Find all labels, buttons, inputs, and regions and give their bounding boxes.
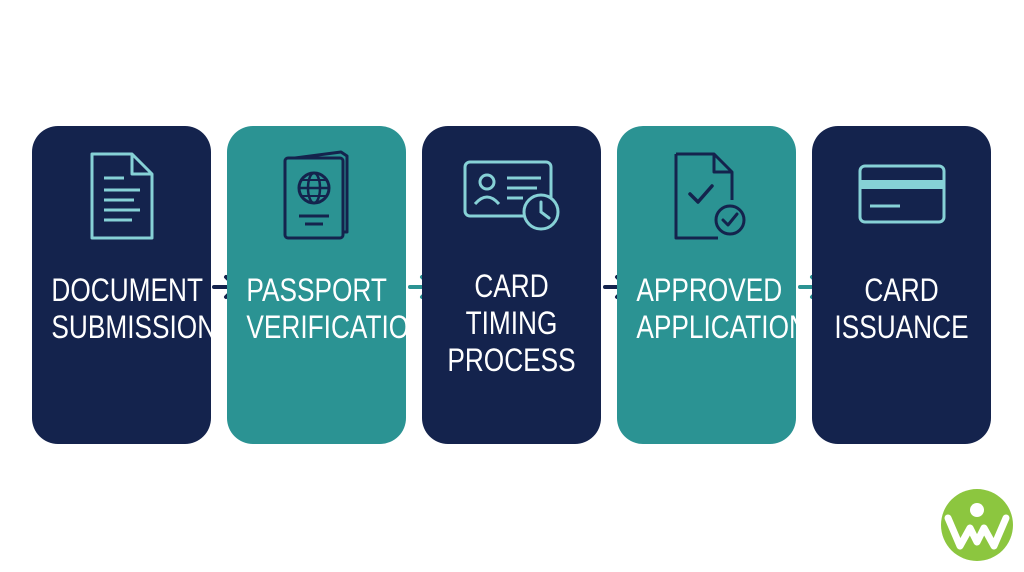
step-label: CARD TIMING PROCESS [441, 268, 581, 379]
step-label-line: ISSUANCE [834, 309, 969, 345]
step-label: APPROVED APPLICATION [636, 272, 808, 346]
step-label-line: APPLICATION [636, 309, 808, 345]
step-label: DOCUMENT SUBMISSION [51, 272, 217, 346]
credit-card-icon [812, 148, 991, 244]
step-label-line: CARD [864, 272, 939, 308]
approved-document-icon [617, 148, 796, 244]
step-label-line: CARD [474, 268, 549, 304]
step-label-line: APPROVED [636, 272, 783, 308]
step-label-line: PASSPORT [246, 272, 387, 308]
step-label-line: PROCESS [447, 342, 576, 378]
step-label-line: TIMING [465, 305, 558, 341]
passport-icon [227, 148, 406, 244]
step-card-passport-verification: PASSPORT VERIFICATION [227, 126, 429, 444]
document-icon [32, 148, 211, 244]
step-card-card-timing-process: CARD TIMING PROCESS [422, 126, 601, 444]
step-label: PASSPORT VERIFICATION [246, 272, 429, 346]
step-label: CARD ISSUANCE [831, 272, 971, 346]
step-label-line: DOCUMENT [51, 272, 203, 308]
step-card-approved-application: APPROVED APPLICATION [617, 126, 808, 444]
step-card-card-issuance: CARD ISSUANCE [812, 126, 991, 444]
id-card-clock-icon [422, 148, 601, 244]
step-card-document-submission: DOCUMENT SUBMISSION [32, 126, 217, 444]
step-label-line: VERIFICATION [246, 309, 429, 345]
brand-logo-icon [940, 488, 1014, 562]
step-label-line: SUBMISSION [51, 309, 217, 345]
